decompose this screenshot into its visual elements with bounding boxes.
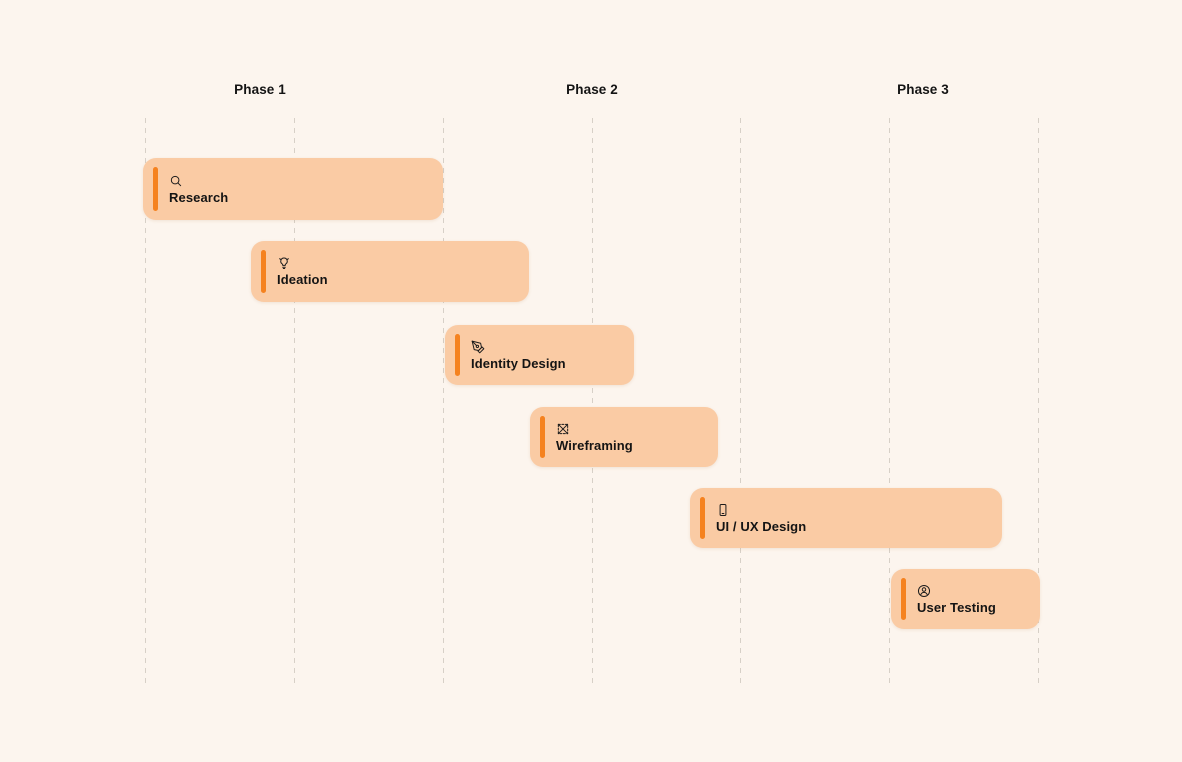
gridline-7: [1038, 118, 1040, 686]
task-label: User Testing: [917, 599, 996, 615]
task-bar-user-testing[interactable]: User Testing: [891, 569, 1040, 629]
task-accent-stripe: [901, 578, 906, 620]
task-content: Identity Design: [445, 325, 634, 385]
task-accent-stripe: [540, 416, 545, 458]
task-label: Ideation: [277, 272, 328, 287]
gridline-1: [145, 118, 147, 686]
task-accent-stripe: [455, 334, 460, 376]
gridline-2: [294, 118, 296, 686]
phase-label-phase-2: Phase 2: [566, 82, 618, 97]
task-content: Research: [143, 158, 443, 220]
task-label: Wireframing: [556, 437, 633, 453]
task-bar-identity-design[interactable]: Identity Design: [445, 325, 634, 385]
pen-nib-icon: [471, 340, 485, 354]
task-content: UI / UX Design: [690, 488, 1002, 548]
task-label: UI / UX Design: [716, 518, 807, 534]
task-accent-stripe: [700, 497, 705, 539]
task-accent-stripe: [153, 167, 158, 211]
gridline-6: [889, 118, 891, 686]
gridline-3: [443, 118, 445, 686]
user-circle-icon: [917, 584, 931, 598]
gridline-5: [740, 118, 742, 686]
wireframe-icon: [556, 422, 570, 436]
task-bar-research[interactable]: Research: [143, 158, 443, 220]
gridline-4: [592, 118, 594, 686]
phase-label-phase-1: Phase 1: [234, 82, 286, 97]
task-bar-ui-ux-design[interactable]: UI / UX Design: [690, 488, 1002, 548]
task-content: Wireframing: [530, 407, 718, 467]
task-accent-stripe: [261, 250, 266, 293]
task-bar-ideation[interactable]: Ideation: [251, 241, 529, 302]
task-label: Research: [169, 189, 229, 205]
phase-label-phase-3: Phase 3: [897, 82, 949, 97]
lightbulb-icon: [277, 256, 291, 270]
search-icon: [169, 174, 183, 188]
task-bar-wireframing[interactable]: Wireframing: [530, 407, 718, 467]
smartphone-icon: [716, 503, 730, 517]
task-content: User Testing: [891, 569, 1040, 629]
task-label: Identity Design: [471, 355, 566, 371]
task-content: Ideation: [251, 241, 529, 302]
